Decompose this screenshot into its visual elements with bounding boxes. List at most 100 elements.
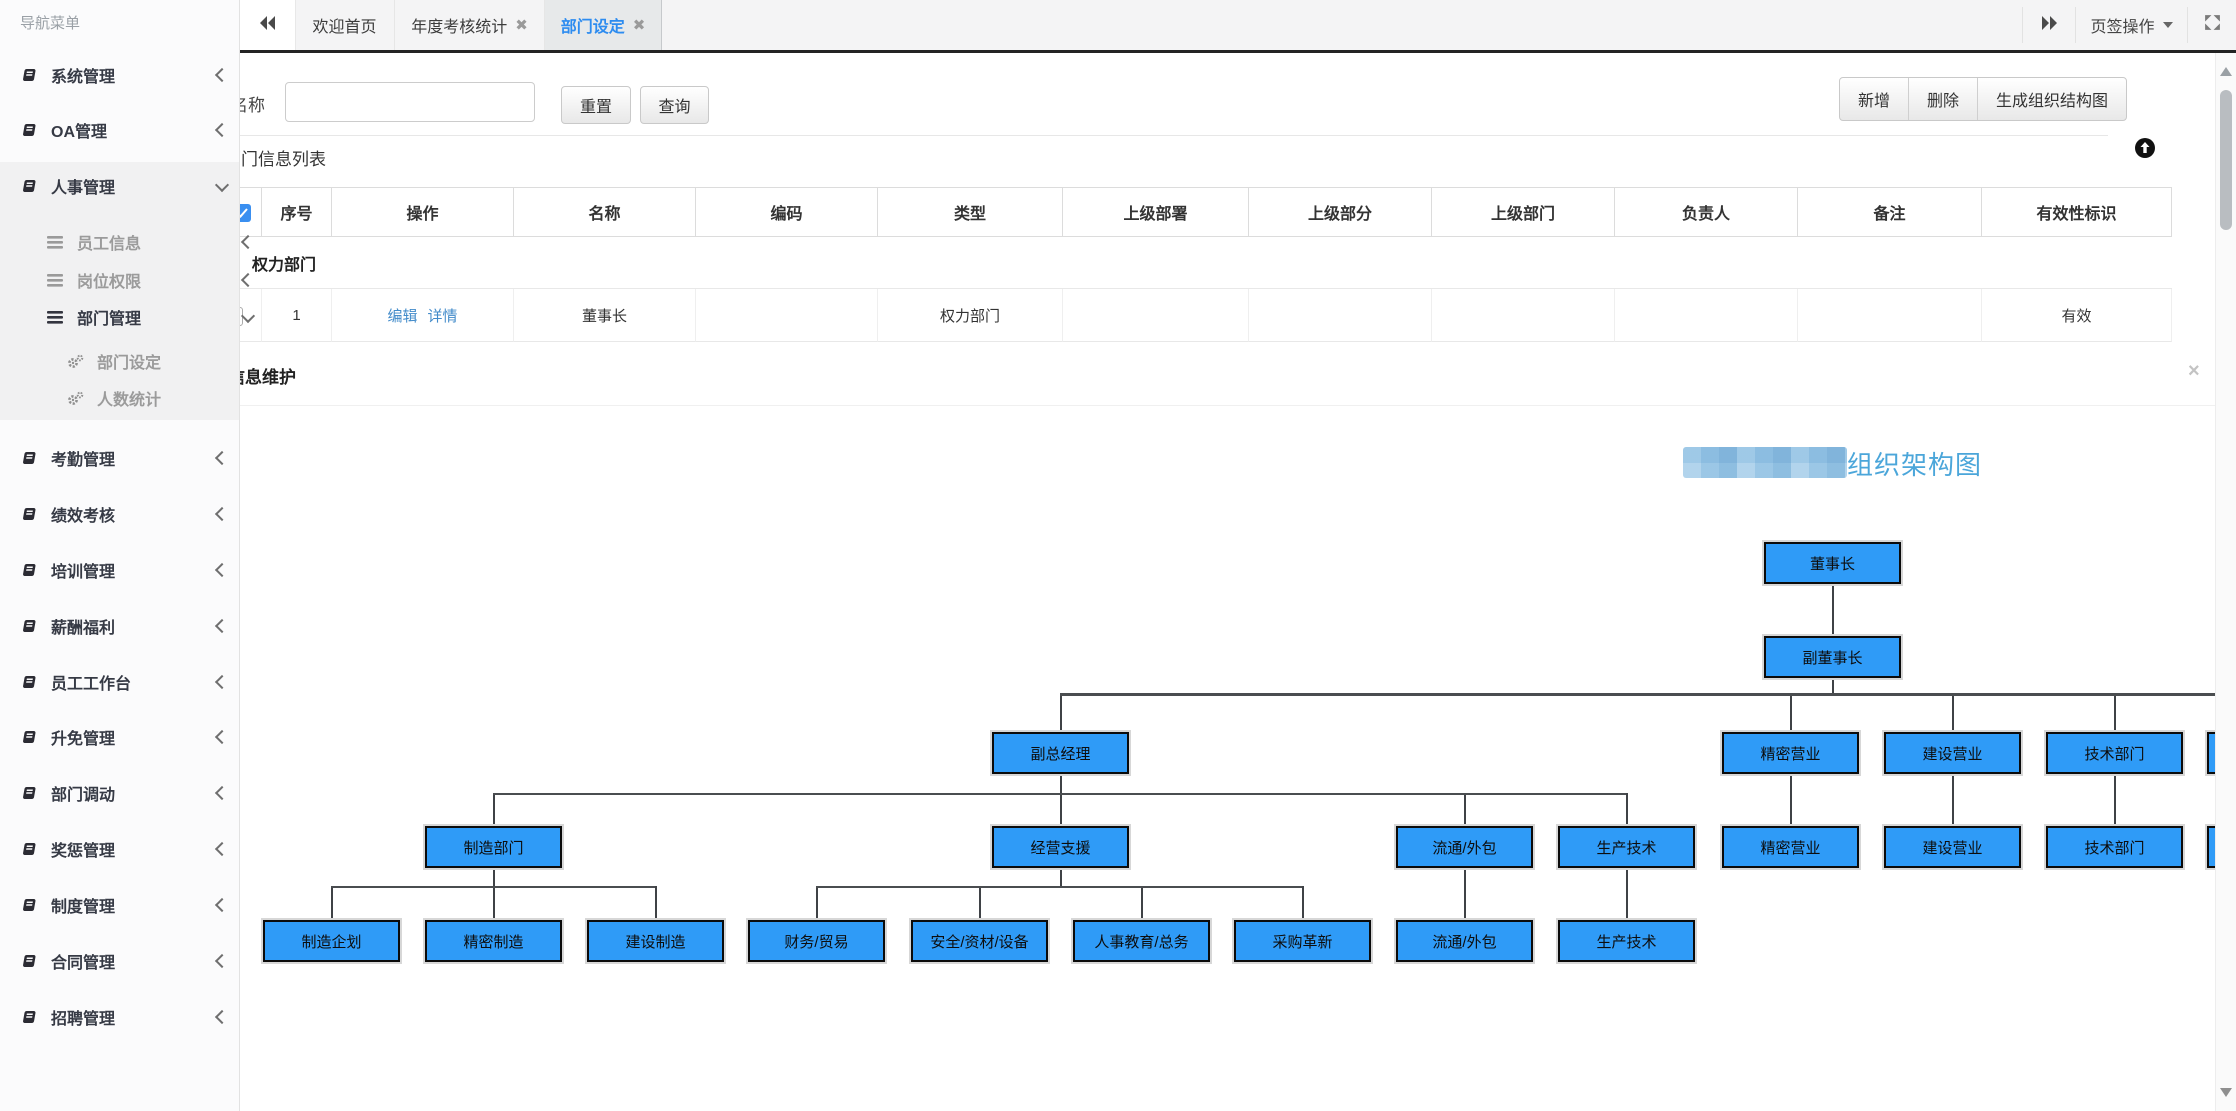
sidebar-item-系统管理[interactable]: 系统管理 [0,60,257,90]
close-icon[interactable]: × [2188,360,2200,382]
delete-button[interactable]: 删除 [1909,78,1979,120]
gears-icon [64,354,86,369]
scroll-down-arrow-icon[interactable] [2220,1088,2232,1097]
sidebar-item-OA管理[interactable]: OA管理 [0,115,257,145]
chevron-down-icon [214,177,230,193]
org-node-人事教育/总务: 人事教育/总务 [1073,920,1210,962]
org-connector-vertical [1060,693,1062,732]
sidebar-item-label: 升免管理 [51,731,116,748]
org-connector-vertical [816,886,818,920]
row-cell: 1 [262,289,332,342]
tab-label: 欢迎首页 [312,19,377,36]
sidebar-item-考勤管理[interactable]: 考勤管理 [0,443,257,473]
scrollbar-thumb[interactable] [2220,90,2232,230]
sidebar-title: 导航菜单 [20,15,81,32]
sidebar-item-合同管理[interactable]: 合同管理 [0,946,257,976]
org-connector-vertical [655,886,657,920]
maintain-panel-title: 部门信息维护 [240,368,296,387]
org-node-精密营业: 精密营业 [1722,826,1859,868]
scroll-up-arrow-icon[interactable] [2220,67,2232,76]
row-cell [1615,289,1798,342]
org-node-董事长: 董事长 [1764,542,1901,584]
sidebar-item-部门调动[interactable]: 部门调动 [0,778,257,808]
tab-年度考核统计[interactable]: 年度考核统计✖ [395,0,545,50]
chevron-left-icon [214,122,230,138]
reset-button[interactable]: 重置 [561,86,631,124]
sidebar-item-人事管理[interactable]: 人事管理 [0,171,257,201]
org-node-制造部门: 制造部门 [425,826,562,868]
table-group-row[interactable]: 权力部门 [240,237,2172,289]
tab-欢迎首页[interactable]: 欢迎首页 [295,0,395,50]
org-node-生产技术: 生产技术 [1558,826,1695,868]
header-cell-有效性标识: 有效性标识 [1982,187,2172,237]
generate-org-chart-button[interactable]: 生成组织结构图 [1996,93,2109,110]
add-button[interactable]: 新增 [1840,78,1910,120]
row-cell: 董事长 [514,289,696,342]
tab-close-icon[interactable]: ✖ [632,16,646,34]
tab-close-icon[interactable]: ✖ [515,16,528,34]
sidebar-item-绩效考核[interactable]: 绩效考核 [0,499,257,529]
chevron-left-icon [214,841,230,857]
sidebar-item-培训管理[interactable]: 培训管理 [0,555,257,585]
tab-operations-dropdown[interactable]: 页签操作 [2076,0,2187,50]
org-node-建设营业: 建设营业 [1884,826,2021,868]
sidebar-item-label: 部门设定 [97,355,162,372]
tab-部门设定[interactable]: 部门设定✖ [545,0,662,50]
divider [240,405,2215,406]
org-connector-vertical [2114,693,2116,732]
chevron-left-icon [214,729,230,745]
main-content: 名称 重置 查询 新增 删除 生成组织结构图 部门信息列表 序号操作名称编码类型… [240,53,2215,1111]
org-node-生产技术: 生产技术 [1558,920,1695,962]
sidebar-item-label: 部门管理 [77,311,142,328]
sidebar-item-员工工作台[interactable]: 员工工作台 [0,667,257,697]
header-cell-上级部门: 上级部门 [1432,187,1615,237]
detail-link[interactable]: 详情 [427,307,458,325]
select-all-checkbox[interactable] [240,204,251,222]
sidebar-item-部门管理[interactable]: 部门管理 [0,302,283,332]
sidebar-item-制度管理[interactable]: 制度管理 [0,890,257,920]
sidebar-item-人数统计[interactable]: 人数统计 [0,383,303,413]
sidebar-item-岗位权限[interactable]: 岗位权限 [0,265,283,295]
menu-lines-icon [44,235,66,249]
book-icon [18,954,40,969]
double-chevron-right-icon [2040,15,2058,36]
header-cell-上级部署: 上级部署 [1063,187,1249,237]
org-connector-vertical [1464,793,1466,826]
book-icon [18,842,40,857]
book-icon [18,179,40,194]
table-header-row: 序号操作名称编码类型上级部署上级部分上级部门负责人备注有效性标识 [240,187,2172,237]
book-icon [18,675,40,690]
org-connector-vertical [1060,774,1062,793]
sidebar-item-升免管理[interactable]: 升免管理 [0,722,257,752]
tabs-scroll-right-button[interactable] [2023,0,2075,50]
query-button[interactable]: 查询 [640,86,709,124]
sidebar-item-label: 奖惩管理 [51,843,116,860]
sidebar-item-招聘管理[interactable]: 招聘管理 [0,1002,257,1032]
sidebar-item-label: 绩效考核 [51,508,116,525]
panel-collapse-button[interactable] [2134,137,2156,159]
sidebar-item-薪酬福利[interactable]: 薪酬福利 [0,611,257,641]
sidebar-item-部门设定[interactable]: 部门设定 [0,346,303,376]
book-icon [18,563,40,578]
book-icon [18,68,40,83]
org-connector-vertical [2114,774,2116,826]
org-node-技术部门: 技术部门 [2046,826,2183,868]
header-cell-上级部分: 上级部分 [1249,187,1432,237]
header-cell-编码: 编码 [696,187,878,237]
org-node-安全/资材/设备: 安全/资材/设备 [911,920,1048,962]
org-connector-vertical [1141,886,1143,920]
row-checkbox[interactable] [240,307,243,326]
censored-company-name [1683,447,1847,478]
org-connector-vertical [331,886,333,920]
sidebar-item-员工信息[interactable]: 员工信息 [0,227,283,257]
vertical-scrollbar[interactable] [2215,53,2236,1111]
row-cell [1798,289,1982,342]
name-search-input[interactable] [285,82,535,122]
fullscreen-button[interactable] [2188,0,2236,50]
divider [240,135,2108,136]
menu-lines-icon [44,310,66,324]
edit-link[interactable]: 编辑 [387,307,418,325]
tabs-scroll-left-button[interactable] [240,0,296,50]
sidebar-item-奖惩管理[interactable]: 奖惩管理 [0,834,257,864]
